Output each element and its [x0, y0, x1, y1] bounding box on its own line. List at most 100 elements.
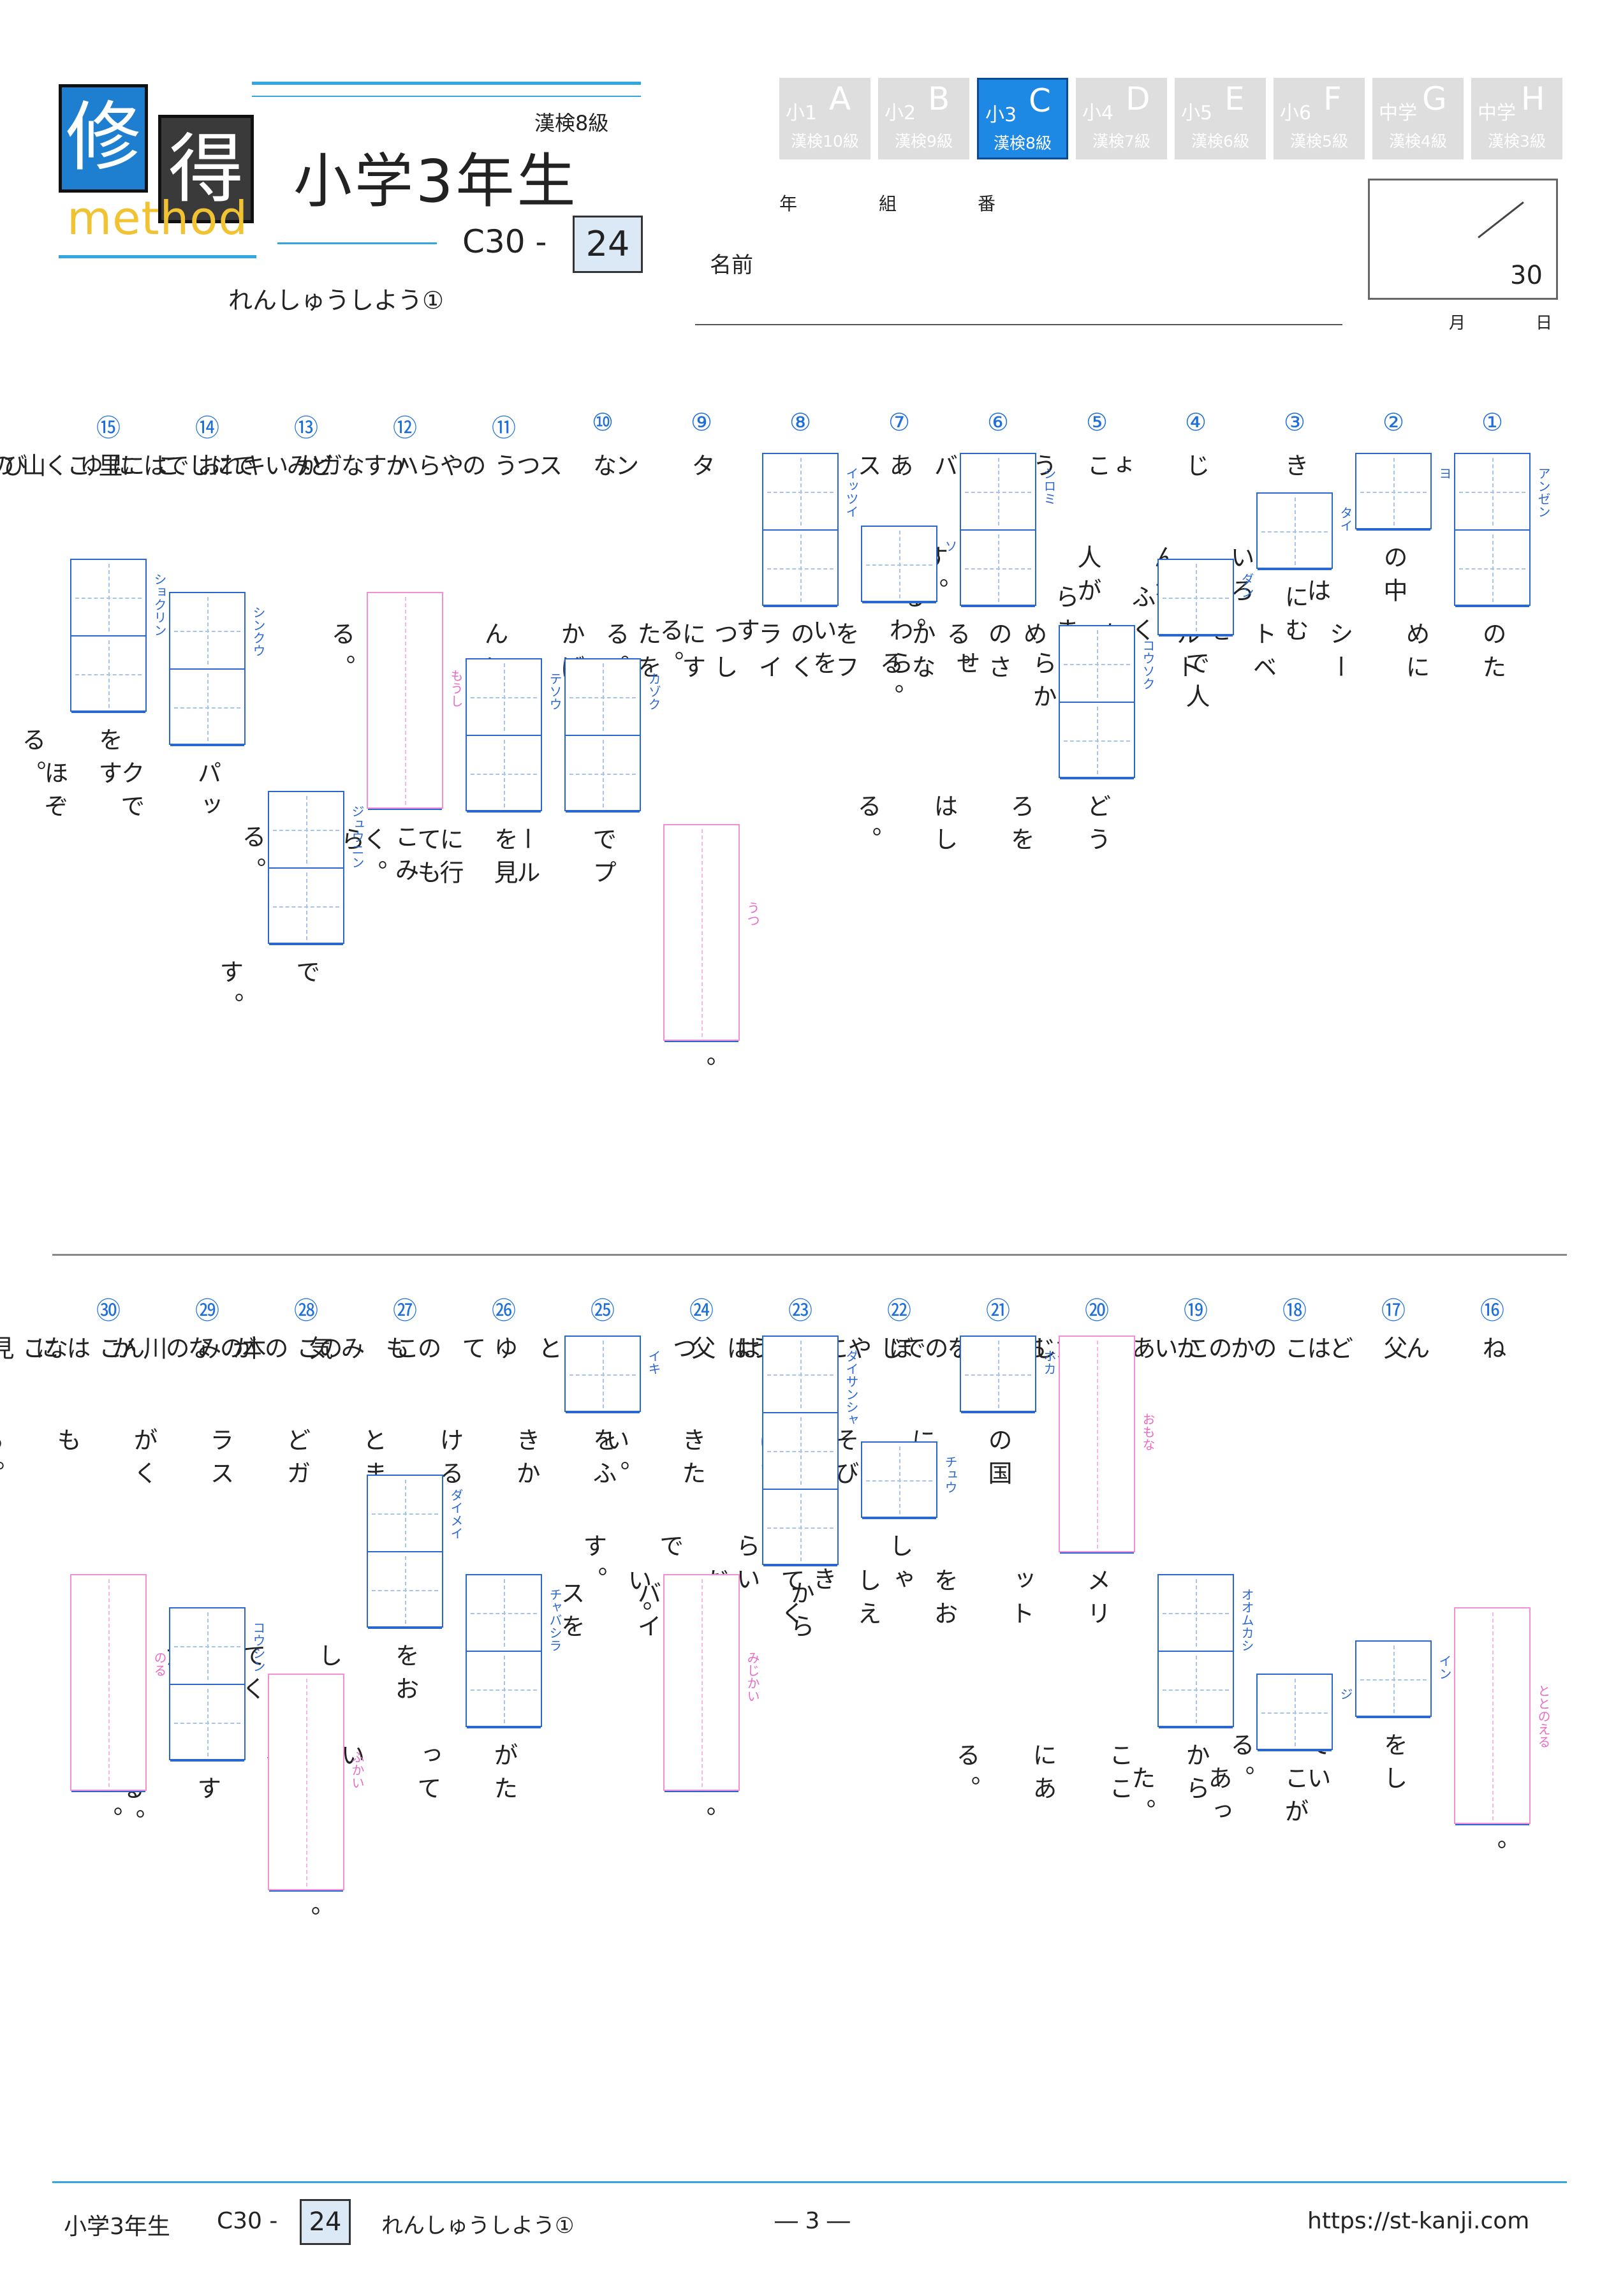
answer-cell[interactable]: [1455, 1608, 1529, 1825]
kanji-answer-box[interactable]: イキ: [564, 1336, 661, 1413]
furigana: コウソク: [1140, 639, 1156, 690]
kanji-answer-box[interactable]: ホカ: [960, 1336, 1057, 1413]
logo-char-2: 得: [158, 115, 254, 223]
answer-cell[interactable]: [170, 1685, 244, 1762]
question-text: をふきかけるとまどガラスがくもる。: [0, 1427, 617, 1494]
answer-cell[interactable]: [665, 825, 738, 1042]
answer-cell[interactable]: [763, 1337, 837, 1413]
kanji-answer-box[interactable]: チュウ: [861, 1441, 958, 1519]
answer-cell[interactable]: [269, 869, 343, 945]
kanji-answer-box[interactable]: コウソク: [1059, 625, 1156, 779]
kanji-answer-box[interactable]: タイ: [1256, 492, 1353, 570]
okurigana-answer-box[interactable]: もうし: [367, 592, 464, 810]
answer-cell[interactable]: [1258, 1675, 1332, 1751]
answer-cell[interactable]: [665, 1575, 738, 1792]
kanji-answer-box[interactable]: アンゼン: [1454, 453, 1551, 607]
okurigana-answer-box[interactable]: のる: [70, 1574, 167, 1792]
tab-letter: C: [1029, 82, 1051, 119]
answer-cell[interactable]: [71, 637, 145, 713]
answer-cell[interactable]: [1159, 1575, 1233, 1652]
answer-cell[interactable]: [1356, 1642, 1430, 1718]
answer-cell[interactable]: [1258, 494, 1332, 570]
answer-cell[interactable]: [71, 560, 145, 637]
kanji-answer-box[interactable]: イン: [1355, 1640, 1452, 1718]
tab-letter: B: [928, 80, 950, 117]
answer-cell[interactable]: [566, 1337, 640, 1413]
question-text: ゆのみのなかに: [31, 1336, 518, 1369]
answer-cell[interactable]: [1159, 1652, 1233, 1728]
answer-cell[interactable]: [1060, 703, 1134, 779]
answer-cell[interactable]: [1060, 1337, 1134, 1554]
okurigana-answer-box[interactable]: おもな: [1059, 1336, 1156, 1554]
name-line[interactable]: [695, 324, 1342, 325]
answer-cell[interactable]: [763, 1413, 837, 1490]
question-number: ⑭: [195, 414, 219, 442]
score-box[interactable]: 30: [1368, 179, 1558, 300]
kanji-answer-box[interactable]: ダイメイ: [367, 1475, 464, 1629]
answer-cell[interactable]: [467, 659, 541, 736]
answer-cell[interactable]: [170, 670, 244, 746]
answer-cell[interactable]: [1455, 531, 1529, 607]
okurigana-answer-box[interactable]: ととのえる: [1454, 1607, 1551, 1825]
answer-cell[interactable]: [961, 454, 1035, 531]
answer-cell[interactable]: [1356, 454, 1430, 531]
answer-cell[interactable]: [1455, 454, 1529, 531]
question-number: ⑧: [789, 408, 812, 436]
question-text: からアドバイスをもらう。: [404, 1580, 814, 1647]
answer-cell[interactable]: [269, 792, 343, 869]
answer-cell[interactable]: [961, 531, 1035, 607]
answer-cell[interactable]: [71, 1575, 145, 1792]
kanji-answer-box[interactable]: シンクウ: [169, 592, 266, 746]
kanji-answer-box[interactable]: イッツイ: [762, 453, 859, 607]
kanji-answer-box[interactable]: テソウ: [466, 658, 562, 813]
kanji-answer-box[interactable]: ソ: [861, 526, 958, 603]
kanji-answer-box[interactable]: ショクリン: [70, 559, 167, 713]
answer-cell[interactable]: [763, 454, 837, 531]
answer-cell[interactable]: [1060, 626, 1134, 703]
okurigana-answer-box[interactable]: みじかい: [663, 1574, 760, 1792]
answer-cell[interactable]: [170, 1608, 244, 1685]
question-text: パックでほぞんする。: [40, 760, 221, 827]
footer-url[interactable]: https://st-kanji.com: [1307, 2208, 1530, 2234]
answer-cell[interactable]: [170, 593, 244, 670]
kanji-answer-box[interactable]: コウシン: [169, 1607, 266, 1762]
answer-cell[interactable]: [566, 659, 640, 736]
answer-cell[interactable]: [368, 593, 442, 810]
answer-cell[interactable]: [467, 736, 541, 813]
question-text: このじんじゃは: [723, 1336, 1210, 1369]
answer-cell[interactable]: [467, 1575, 541, 1652]
question-text: の国にあそびにいきたい。: [601, 1427, 1012, 1494]
furigana: ジ: [1338, 1688, 1353, 1700]
answer-cell[interactable]: [763, 1490, 837, 1566]
answer-cell[interactable]: [269, 1675, 343, 1892]
answer-cell[interactable]: [467, 1652, 541, 1728]
kanji-answer-box[interactable]: カゾク: [564, 658, 661, 813]
answer-cell[interactable]: [1159, 560, 1233, 637]
answer-cell[interactable]: [566, 736, 640, 813]
kanji-answer-box[interactable]: ダイサンシャ: [762, 1336, 859, 1566]
kanji-answer-box[interactable]: ダン: [1157, 559, 1254, 637]
answer-cell[interactable]: [961, 1337, 1035, 1413]
kanji-answer-box[interactable]: チャバシラ: [466, 1574, 562, 1728]
okurigana-answer-box[interactable]: うつ: [663, 824, 760, 1042]
answer-cell[interactable]: [368, 1552, 442, 1629]
kanji-answer-box[interactable]: ジ: [1256, 1674, 1353, 1751]
tab-kanken: 漢検9級: [895, 132, 953, 151]
kanji-answer-box[interactable]: シロミ: [960, 453, 1057, 607]
answer-cell[interactable]: [368, 1476, 442, 1552]
kanji-answer-box[interactable]: ヨ: [1355, 453, 1452, 531]
kanji-answer-box[interactable]: オオムカシ: [1157, 1574, 1254, 1728]
answer-cell[interactable]: [862, 527, 936, 603]
kanji-answer-box[interactable]: ジュウニン: [268, 791, 365, 945]
okurigana-answer-box[interactable]: ふかい: [268, 1674, 365, 1892]
answer-cell[interactable]: [763, 531, 837, 607]
answer-cell[interactable]: [862, 1443, 936, 1519]
